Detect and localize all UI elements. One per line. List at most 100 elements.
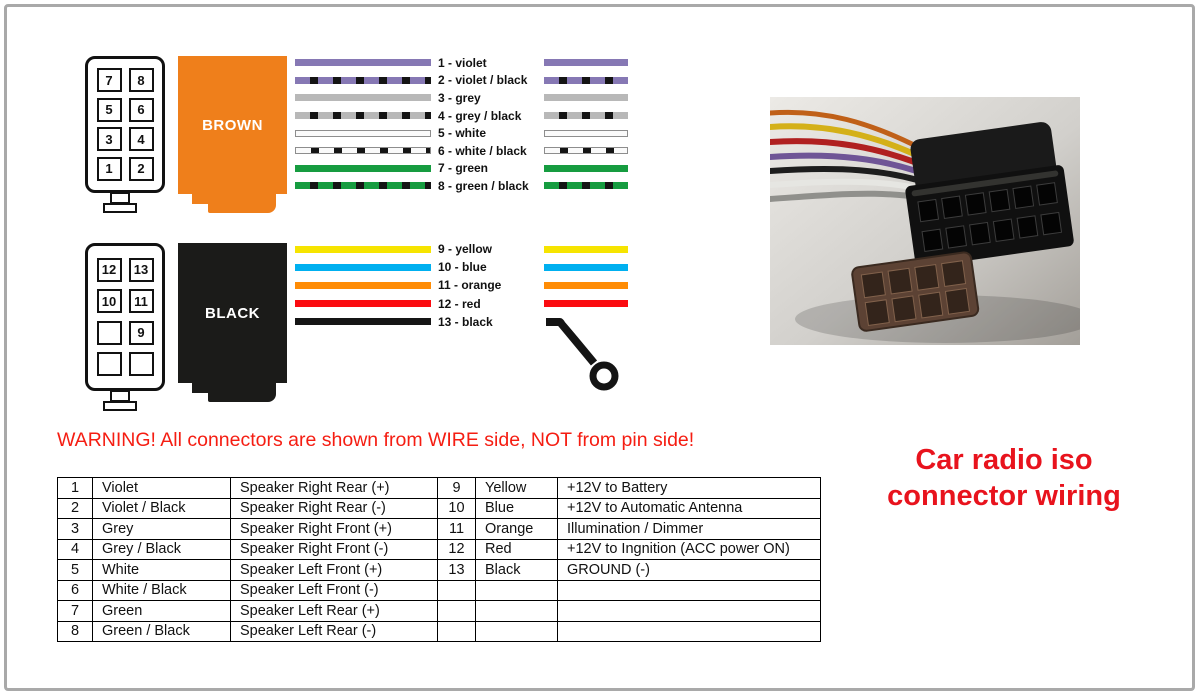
wire-segment (295, 147, 431, 155)
function-cell (557, 620, 821, 642)
function-cell: GROUND (-) (557, 559, 821, 581)
wire-row: 9 - yellow (295, 240, 628, 258)
wire-segment (295, 129, 431, 137)
pin-number-cell: 1 (57, 477, 93, 499)
ground-terminal-icon (546, 318, 619, 391)
black-connector-latch (208, 392, 276, 402)
page-title: Car radio iso connector wiring (868, 442, 1140, 515)
pin-number-cell (437, 620, 476, 642)
wire-color-cell: Yellow (475, 477, 558, 499)
pin-number-cell: 7 (57, 600, 93, 622)
pin-11: 11 (128, 289, 154, 314)
pin-empty (128, 352, 154, 377)
brown-connector-housing: BROWN (178, 56, 287, 194)
wire-color-cell: Green / Black (92, 620, 231, 642)
pin-12: 12 (96, 257, 122, 282)
black-connector-latch (192, 383, 276, 393)
pin-number-cell: 9 (437, 477, 476, 499)
wire-row: 8 - green / black (295, 177, 628, 195)
wire-color-cell: White (92, 559, 231, 581)
wire-label: 3 - grey (438, 90, 481, 105)
wire-row: 11 - orange (295, 276, 628, 294)
function-cell: Speaker Right Rear (-) (230, 497, 438, 519)
pin-row (96, 352, 154, 377)
wire-color-cell: Black (475, 559, 558, 581)
wire-row: 10 - blue (295, 258, 628, 276)
wire-segment (544, 112, 628, 120)
pin-number-cell: 5 (57, 559, 93, 581)
pin-number-cell: 8 (57, 620, 93, 642)
pin-number-cell: 3 (57, 518, 93, 540)
pin-number-cell: 13 (437, 559, 476, 581)
wire-color-cell: Orange (475, 518, 558, 540)
wire-label: 1 - violet (438, 55, 487, 70)
pin-empty (96, 320, 122, 345)
function-cell: +12V to Ingnition (ACC power ON) (557, 538, 821, 560)
wire-row: 6 - white / black (295, 142, 628, 160)
wire-segment (295, 281, 431, 289)
function-cell: Speaker Right Front (+) (230, 518, 438, 540)
wire-segment (544, 245, 628, 253)
wire-segment (295, 182, 431, 190)
function-cell: Speaker Left Rear (-) (230, 620, 438, 642)
black-connector-key-tab (103, 401, 137, 411)
wire-segment (544, 164, 628, 172)
pin-number-cell (437, 600, 476, 622)
wire-color-cell (475, 620, 558, 642)
pin-7: 7 (96, 68, 122, 93)
function-cell: Speaker Left Front (+) (230, 559, 438, 581)
wire-color-cell: White / Black (92, 579, 231, 601)
wire-segment (544, 281, 628, 289)
wire-label: 10 - blue (438, 260, 487, 275)
wire-label: 13 - black (438, 314, 493, 329)
brown-connector-key-tab (103, 203, 137, 213)
pin-1: 1 (96, 156, 122, 181)
function-cell: Speaker Left Front (-) (230, 579, 438, 601)
wire-label: 11 - orange (438, 278, 502, 293)
wire-segment (544, 129, 628, 137)
wire-segment (295, 300, 431, 308)
wire-segment (295, 76, 431, 84)
black-connector-label: BLACK (205, 304, 260, 322)
wire-segment (544, 59, 628, 67)
wire-color-cell: Green (92, 600, 231, 622)
iso-connector-photo-image (767, 97, 1095, 345)
wire-segment (544, 300, 628, 308)
wire-color-cell: Blue (475, 497, 558, 519)
wire-label: 6 - white / black (438, 143, 527, 158)
pin-13: 13 (128, 257, 154, 282)
wire-row: 2 - violet / black (295, 72, 628, 90)
pin-number-cell: 12 (437, 538, 476, 560)
pin-10: 10 (96, 289, 122, 314)
page-title-line-1: Car radio iso (915, 444, 1093, 476)
wire-segment (544, 94, 628, 102)
function-cell (557, 600, 821, 622)
wire-segment (295, 59, 431, 67)
wire-color-cell: Red (475, 538, 558, 560)
pin-number-cell: 4 (57, 538, 93, 560)
wire-row: 7 - green (295, 160, 628, 178)
wire-color-cell: Violet / Black (92, 497, 231, 519)
function-cell: +12V to Battery (557, 477, 821, 499)
pin-8: 8 (128, 68, 154, 93)
function-cell: Illumination / Dimmer (557, 518, 821, 540)
wire-row: 12 - red (295, 295, 628, 313)
pin-number-cell (437, 579, 476, 601)
wire-color-cell: Grey (92, 518, 231, 540)
pin-5: 5 (96, 97, 122, 122)
wire-color-cell (475, 579, 558, 601)
wire-segment (544, 147, 628, 155)
pin-number-cell: 2 (57, 497, 93, 519)
